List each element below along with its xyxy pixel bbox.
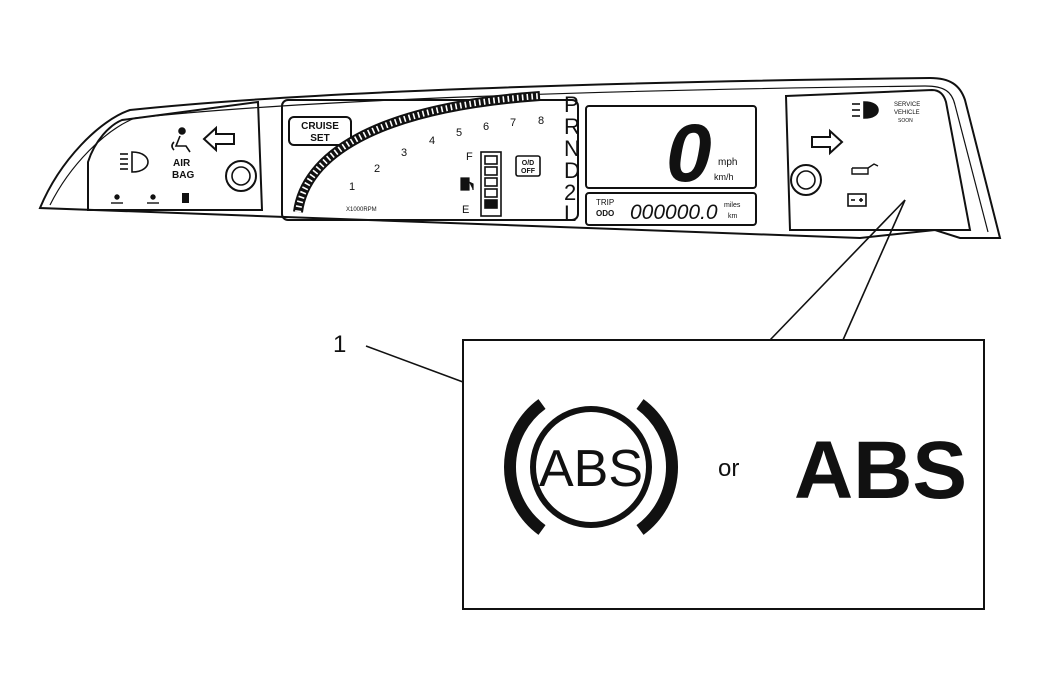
dimmer-knob	[790, 164, 822, 196]
cluster-housing	[38, 76, 1002, 240]
fuel-empty-label: E	[462, 204, 469, 216]
tach-scale-5: 5	[456, 127, 462, 139]
gear-letter-l: L	[564, 201, 576, 226]
right-turn-arrow-icon	[811, 128, 844, 156]
tach-scale-6: 6	[483, 121, 489, 133]
tachometer-panel: CRUISE SET 1 2 3 4 5 6 7 8 X1000RPM F E …	[281, 91, 579, 221]
abs-circle-text: ABS	[539, 440, 643, 498]
high-beam-icon	[852, 101, 879, 119]
tach-scale-7: 7	[510, 117, 516, 129]
odometer-unit-miles: miles	[724, 202, 741, 209]
cruise-set-indicator	[288, 116, 352, 146]
gear-letter-2: 2	[564, 180, 576, 205]
speedometer-display: 0 mph km/h	[585, 105, 757, 199]
trip-reset-knob	[225, 160, 257, 192]
speed-value: 0	[666, 108, 712, 199]
seatbelt-indicator-icon	[111, 194, 123, 204]
callout-leader-lines	[365, 199, 906, 383]
gear-letter-p: P	[564, 92, 579, 117]
gear-letter-n: N	[564, 136, 580, 161]
fuel-door-icon	[182, 193, 189, 203]
rpm-caption: X1000RPM	[346, 207, 377, 213]
speed-unit-mph: mph	[718, 157, 737, 168]
callout-number: 1	[333, 331, 346, 358]
airbag-label-line1: AIR	[173, 158, 191, 169]
tach-bar-arc	[293, 91, 541, 213]
airbag-label-line2: BAG	[172, 170, 194, 181]
trip-label: TRIP	[596, 198, 614, 207]
tach-scale-3: 3	[401, 147, 407, 159]
or-text: or	[718, 455, 739, 482]
left-turn-arrow-icon	[202, 125, 235, 153]
odometer-unit-km: km	[728, 213, 738, 220]
abs-warning-circle-icon: ABS	[503, 399, 679, 535]
tach-scale-4: 4	[429, 135, 435, 147]
tach-scale-1: 1	[349, 181, 355, 193]
gear-letter-d: D	[564, 158, 580, 183]
cruise-label: CRUISE	[301, 121, 339, 132]
service-label-line1: SERVICE	[894, 102, 920, 108]
fuel-pump-icon	[460, 177, 474, 191]
left-panel: AIR BAG	[87, 100, 264, 211]
right-panel: SERVICE VEHICLE SOON	[784, 88, 972, 231]
battery-icon	[847, 193, 867, 207]
overdrive-off-indicator	[515, 155, 541, 177]
odometer-display: TRIP ODO 000000.0 miles km	[585, 192, 757, 226]
fuel-full-label: F	[466, 151, 473, 163]
airbag-icon	[171, 127, 191, 153]
service-label-line2: VEHICLE	[894, 110, 920, 116]
od-label: O/D	[522, 160, 534, 167]
gear-indicator: P R N D 2 L	[564, 92, 580, 226]
tach-scale-2: 2	[374, 163, 380, 175]
service-label-line3: SOON	[898, 118, 913, 124]
oil-pressure-icon	[851, 163, 879, 175]
abs-callout-box: ABS or ABS	[462, 339, 985, 610]
odo-label: ODO	[596, 209, 614, 218]
speed-unit-kmh: km/h	[714, 172, 734, 182]
fuel-level-bar	[480, 151, 502, 217]
gear-letter-r: R	[564, 114, 580, 139]
od-off-label: OFF	[521, 168, 536, 175]
abs-plain-text: ABS	[794, 425, 967, 516]
odometer-digits: 000000.0	[630, 201, 718, 224]
tach-scale-8: 8	[538, 115, 544, 127]
set-label: SET	[310, 133, 329, 144]
headlight-icon	[120, 151, 149, 173]
door-indicator-icon	[147, 194, 159, 204]
